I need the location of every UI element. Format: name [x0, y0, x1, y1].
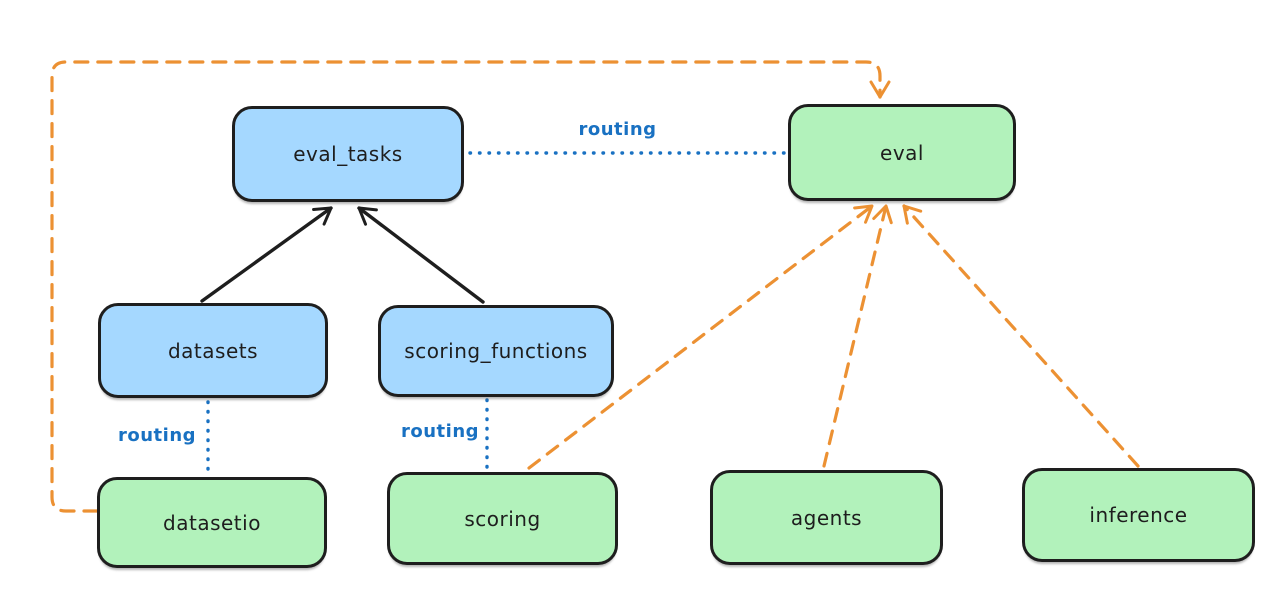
node-eval: eval: [788, 104, 1016, 201]
edge-agents-to-eval: [822, 204, 893, 468]
node-eval-label: eval: [880, 140, 924, 165]
routing-label-scoring: routing: [400, 421, 480, 442]
edge-scoring-functions-to-eval-tasks: [357, 206, 485, 304]
node-datasets: datasets: [98, 303, 328, 398]
node-eval-tasks-label: eval_tasks: [293, 142, 403, 166]
node-scoring-functions: scoring_functions: [378, 305, 614, 397]
node-inference: inference: [1022, 468, 1255, 562]
node-scoring-functions-label: scoring_functions: [404, 339, 588, 363]
edge-inference-to-eval: [902, 204, 1140, 468]
node-inference-label: inference: [1089, 503, 1188, 527]
node-agents: agents: [710, 470, 943, 565]
node-agents-label: agents: [790, 505, 863, 530]
edge-scoring-to-eval: [527, 204, 874, 470]
node-scoring-label: scoring: [464, 506, 541, 531]
node-eval-tasks: eval_tasks: [232, 106, 464, 202]
routing-label-top: routing: [578, 119, 657, 140]
node-datasetio-label: datasetio: [163, 510, 261, 535]
node-datasets-label: datasets: [167, 338, 259, 363]
edge-datasetio-to-eval: [50, 60, 891, 513]
node-datasetio: datasetio: [97, 477, 327, 568]
edge-datasets-to-eval-tasks: [200, 206, 333, 303]
node-scoring: scoring: [387, 472, 618, 565]
routing-label-datasets: routing: [117, 425, 197, 446]
